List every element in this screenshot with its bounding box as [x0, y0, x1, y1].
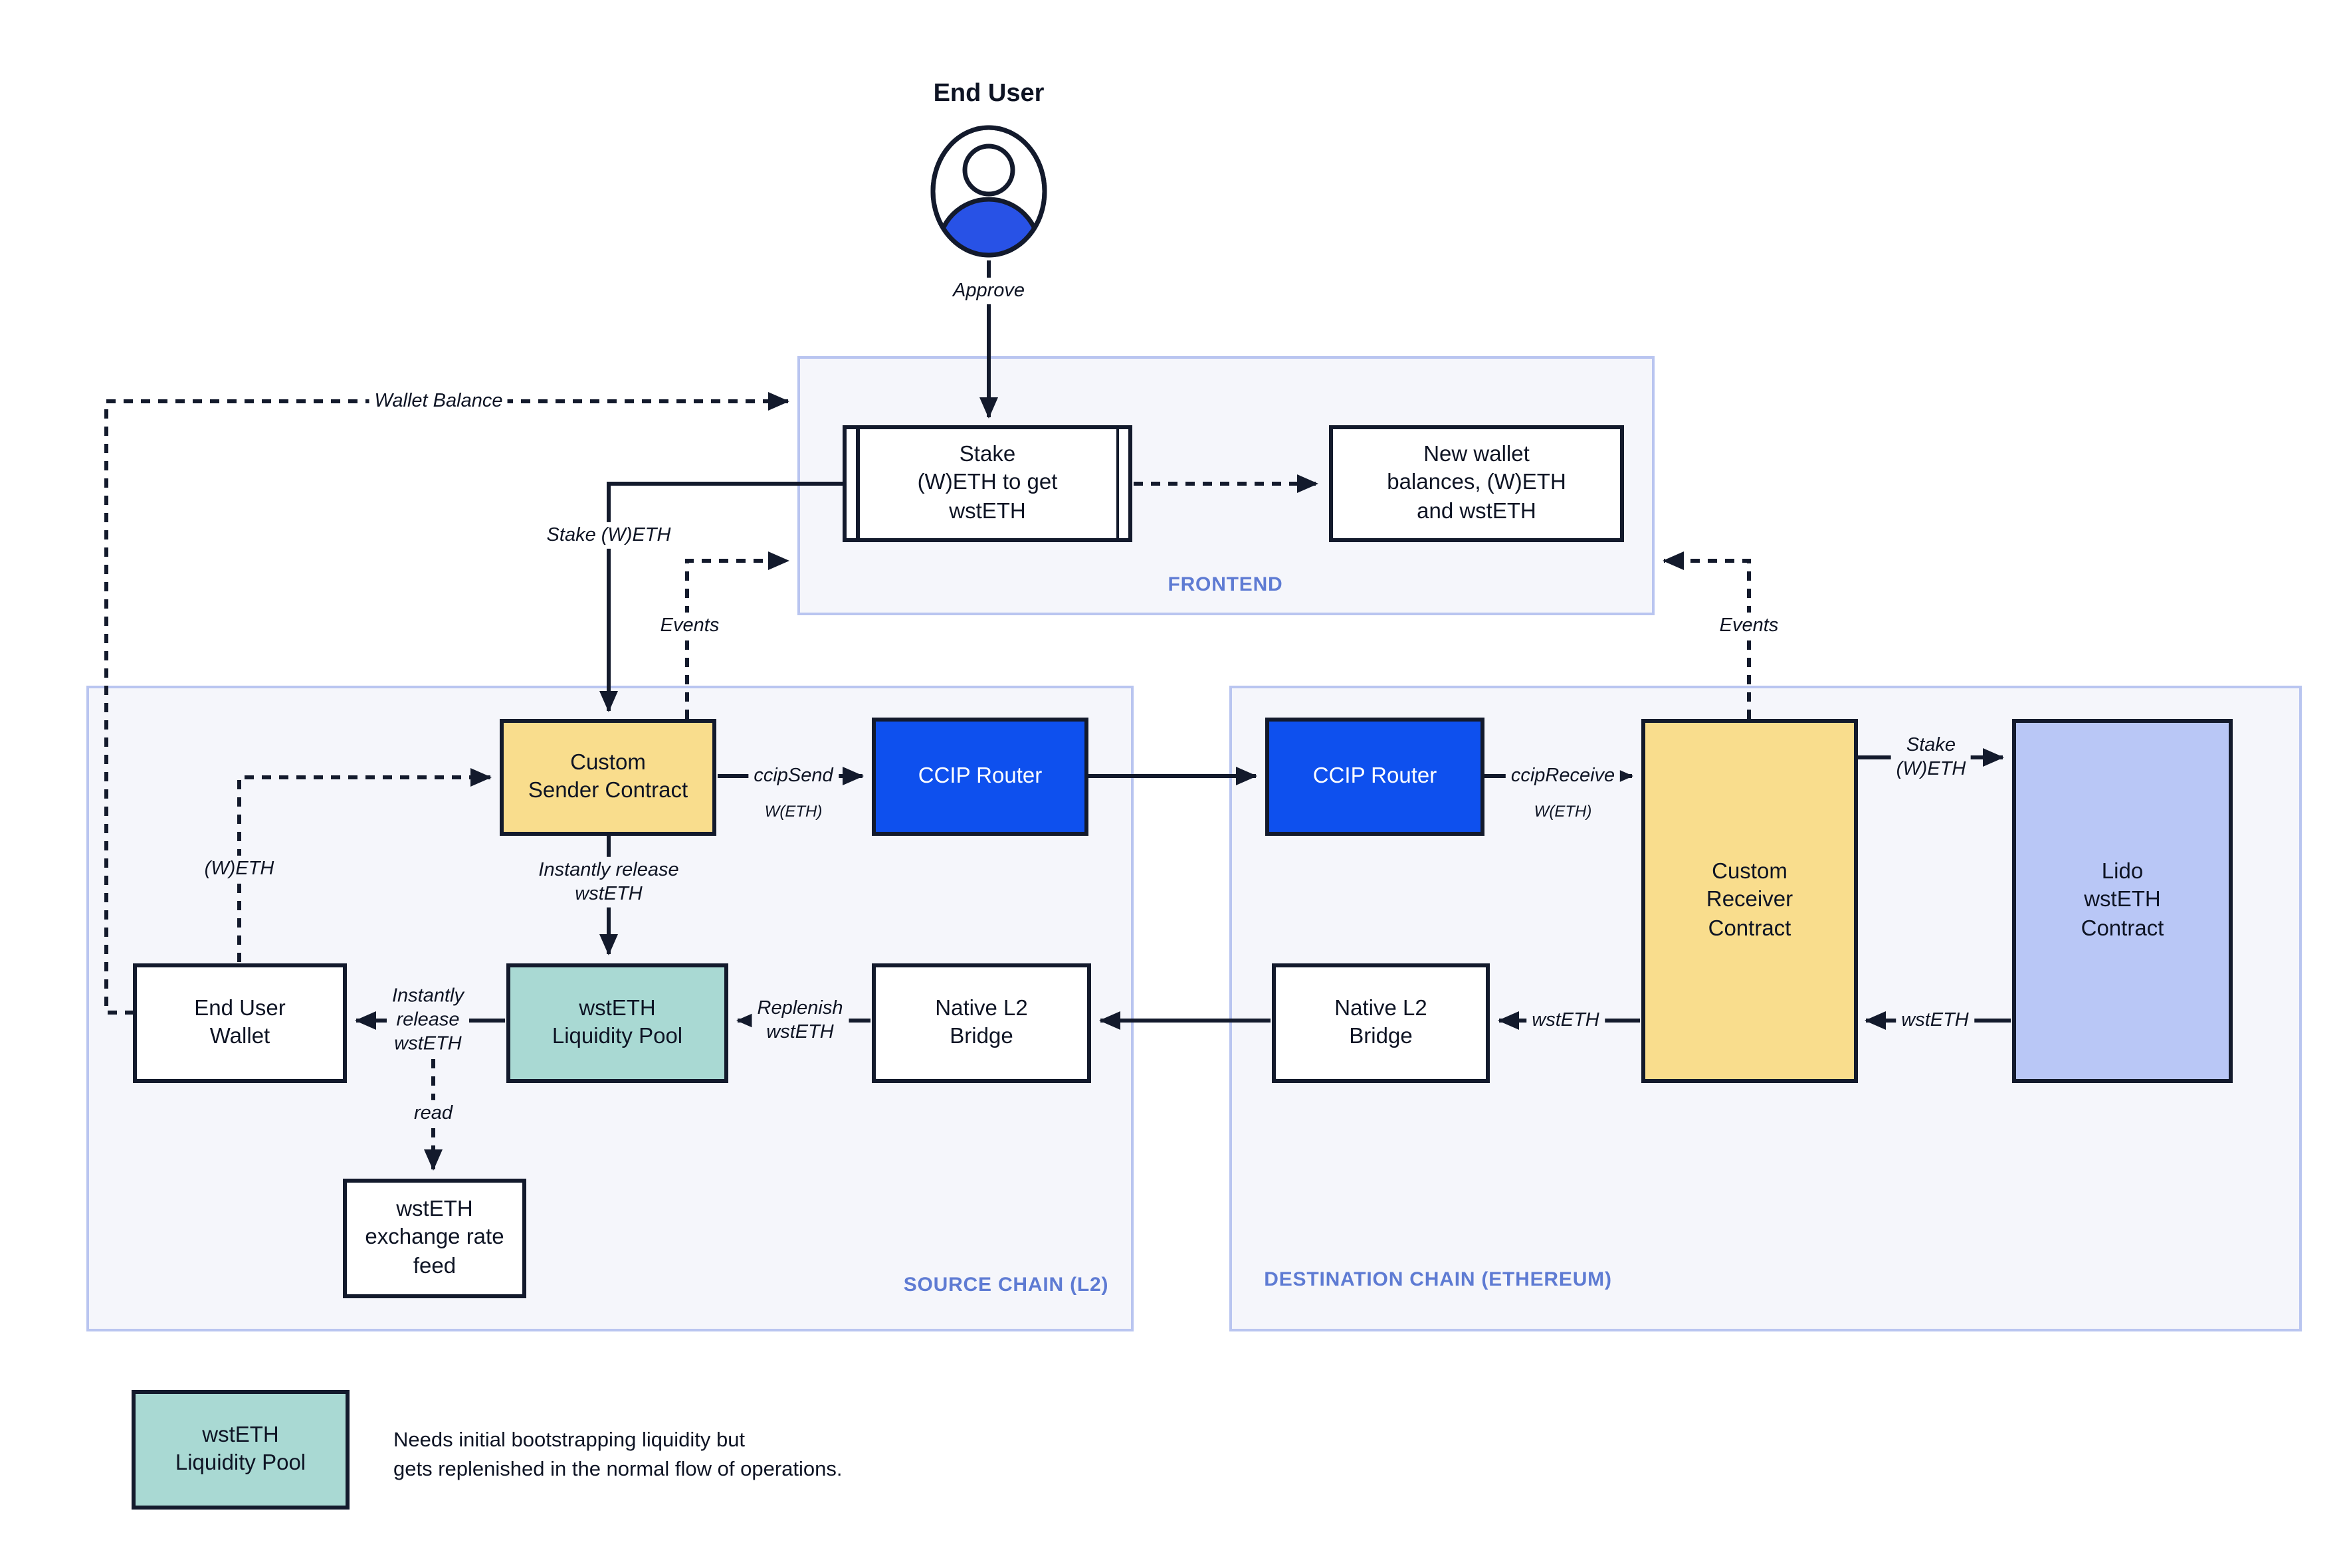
- edge-events-left: [685, 551, 789, 719]
- edge-label-replenish: Replenish wstETH: [752, 995, 849, 1046]
- lido-wsteth-contract-box: Lido wstETH Contract: [2012, 719, 2233, 1083]
- end-user-wallet-label: End User Wallet: [194, 996, 286, 1048]
- edge-label-wsteth-lido: wstETH: [1896, 1007, 1974, 1034]
- wsteth-exchange-rate-feed-box: wstETH exchange rate feed: [343, 1179, 526, 1298]
- wsteth-liquidity-pool-label: wstETH Liquidity Pool: [552, 996, 683, 1048]
- edge-label-ccipsend-asset: W(ETH): [759, 801, 828, 823]
- edge-label-ccipreceive-asset: W(ETH): [1528, 801, 1597, 823]
- subroutine-inner-line: [856, 429, 859, 538]
- ccip-router-destination-box: CCIP Router: [1265, 718, 1484, 836]
- wsteth-liquidity-pool-box: wstETH Liquidity Pool: [506, 963, 728, 1083]
- edge-wallet-balance: [104, 392, 789, 1015]
- edge-label-ccipsend: ccipSend: [748, 762, 839, 790]
- edge-label-approve: Approve: [947, 277, 1031, 305]
- legend-liquidity-pool-box: wstETH Liquidity Pool: [132, 1390, 350, 1510]
- subroutine-inner-line: [1116, 429, 1119, 538]
- edge-label-wsteth-bridge: wstETH: [1526, 1007, 1605, 1034]
- legend-note: Needs initial bootstrapping liquidity bu…: [393, 1429, 843, 1482]
- destination-chain-label: DESTINATION CHAIN (ETHEREUM): [1264, 1268, 1612, 1291]
- wsteth-exchange-rate-feed-label: wstETH exchange rate feed: [365, 1197, 504, 1278]
- custom-sender-contract-box: Custom Sender Contract: [500, 719, 716, 836]
- end-user-title: End User: [933, 80, 1045, 108]
- custom-sender-contract-label: Custom Sender Contract: [528, 750, 688, 803]
- source-chain-label: SOURCE CHAIN (L2): [903, 1274, 1109, 1296]
- native-l2-bridge-destination-label: Native L2 Bridge: [1334, 996, 1427, 1048]
- edge-events-right: [1663, 551, 1751, 719]
- edge-label-events-right: Events: [1714, 612, 1784, 640]
- new-wallet-balances-box: New wallet balances, (W)ETH and wstETH: [1329, 425, 1624, 542]
- native-l2-bridge-source-label: Native L2 Bridge: [935, 996, 1028, 1048]
- new-wallet-balances-label: New wallet balances, (W)ETH and wstETH: [1387, 442, 1566, 524]
- edge-stake-weth: [599, 482, 843, 712]
- native-l2-bridge-source-box: Native L2 Bridge: [872, 963, 1091, 1083]
- edge-label-ccipreceive: ccipReceive: [1505, 762, 1621, 790]
- stake-weth-box: Stake (W)ETH to get wstETH: [843, 425, 1132, 542]
- edge-label-wallet-balance: Wallet Balance: [369, 387, 508, 415]
- legend-liquidity-pool-label: wstETH Liquidity Pool: [175, 1422, 306, 1475]
- custom-receiver-contract-box: Custom Receiver Contract: [1641, 719, 1858, 1083]
- frontend-label: FRONTEND: [1168, 573, 1283, 596]
- edge-label-weth: (W)ETH: [199, 855, 280, 883]
- edge-weth-to-sender: [237, 768, 492, 962]
- edge-label-events-left: Events: [655, 612, 725, 640]
- ccip-router-source-box: CCIP Router: [872, 718, 1088, 836]
- native-l2-bridge-destination-box: Native L2 Bridge: [1272, 963, 1490, 1083]
- edge-label-read: read: [408, 1100, 459, 1127]
- ccip-router-destination-label: CCIP Router: [1312, 763, 1437, 788]
- edge-label-instant-release-v: Instantly release wstETH: [533, 856, 684, 908]
- stake-weth-box-label: Stake (W)ETH to get wstETH: [917, 442, 1058, 524]
- edge-label-stake-weth: Stake (W)ETH: [541, 522, 676, 549]
- end-user-wallet-box: End User Wallet: [133, 963, 347, 1083]
- edge-label-instant-release-h: Instantly release wstETH: [387, 983, 469, 1058]
- lido-wsteth-contract-label: Lido wstETH Contract: [2081, 859, 2164, 941]
- ccip-router-source-label: CCIP Router: [918, 763, 1043, 788]
- end-user-icon: [929, 122, 1049, 260]
- edge-label-stake-weth-right: Stake (W)ETH: [1890, 732, 1972, 783]
- custom-receiver-contract-label: Custom Receiver Contract: [1706, 859, 1793, 941]
